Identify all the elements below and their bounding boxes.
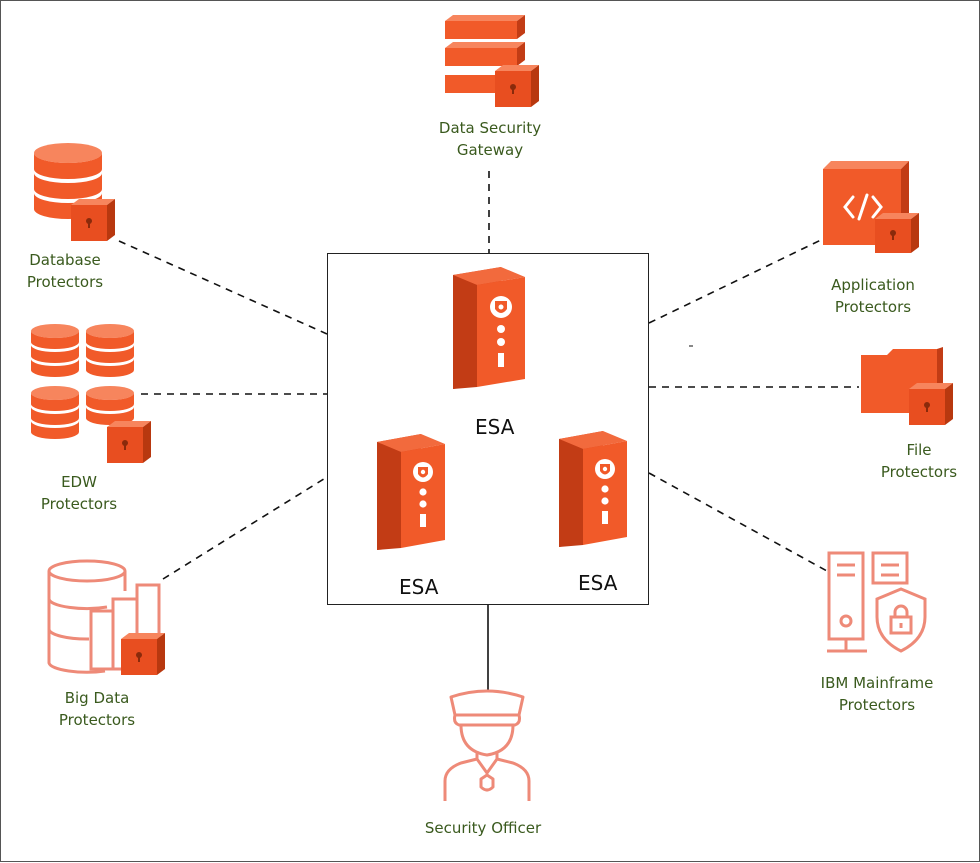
folder-lock-icon	[861, 347, 953, 425]
database-lock-icon	[34, 143, 115, 241]
bigdata-chart-lock-icon	[47, 559, 165, 675]
code-window-lock-icon	[823, 161, 919, 253]
esa-server-right-icon	[559, 431, 627, 547]
security-officer-icon	[443, 689, 531, 801]
connector-bigdata	[162, 476, 328, 580]
esa-top-label: ESA	[475, 415, 515, 439]
officer-label: Security Officer	[424, 819, 542, 837]
mainframe-shield-lock-icon	[827, 551, 927, 653]
esa-right-label: ESA	[578, 571, 618, 595]
connector-application	[648, 238, 824, 324]
esa-server-left-icon	[377, 434, 445, 550]
stacked-bricks-lock-icon	[445, 15, 539, 107]
connector-database	[118, 240, 328, 335]
esa-server-top-icon	[453, 267, 525, 389]
multi-database-lock-icon	[31, 324, 151, 463]
esa-left-label: ESA	[399, 575, 439, 599]
connector-mainframe	[648, 472, 828, 572]
